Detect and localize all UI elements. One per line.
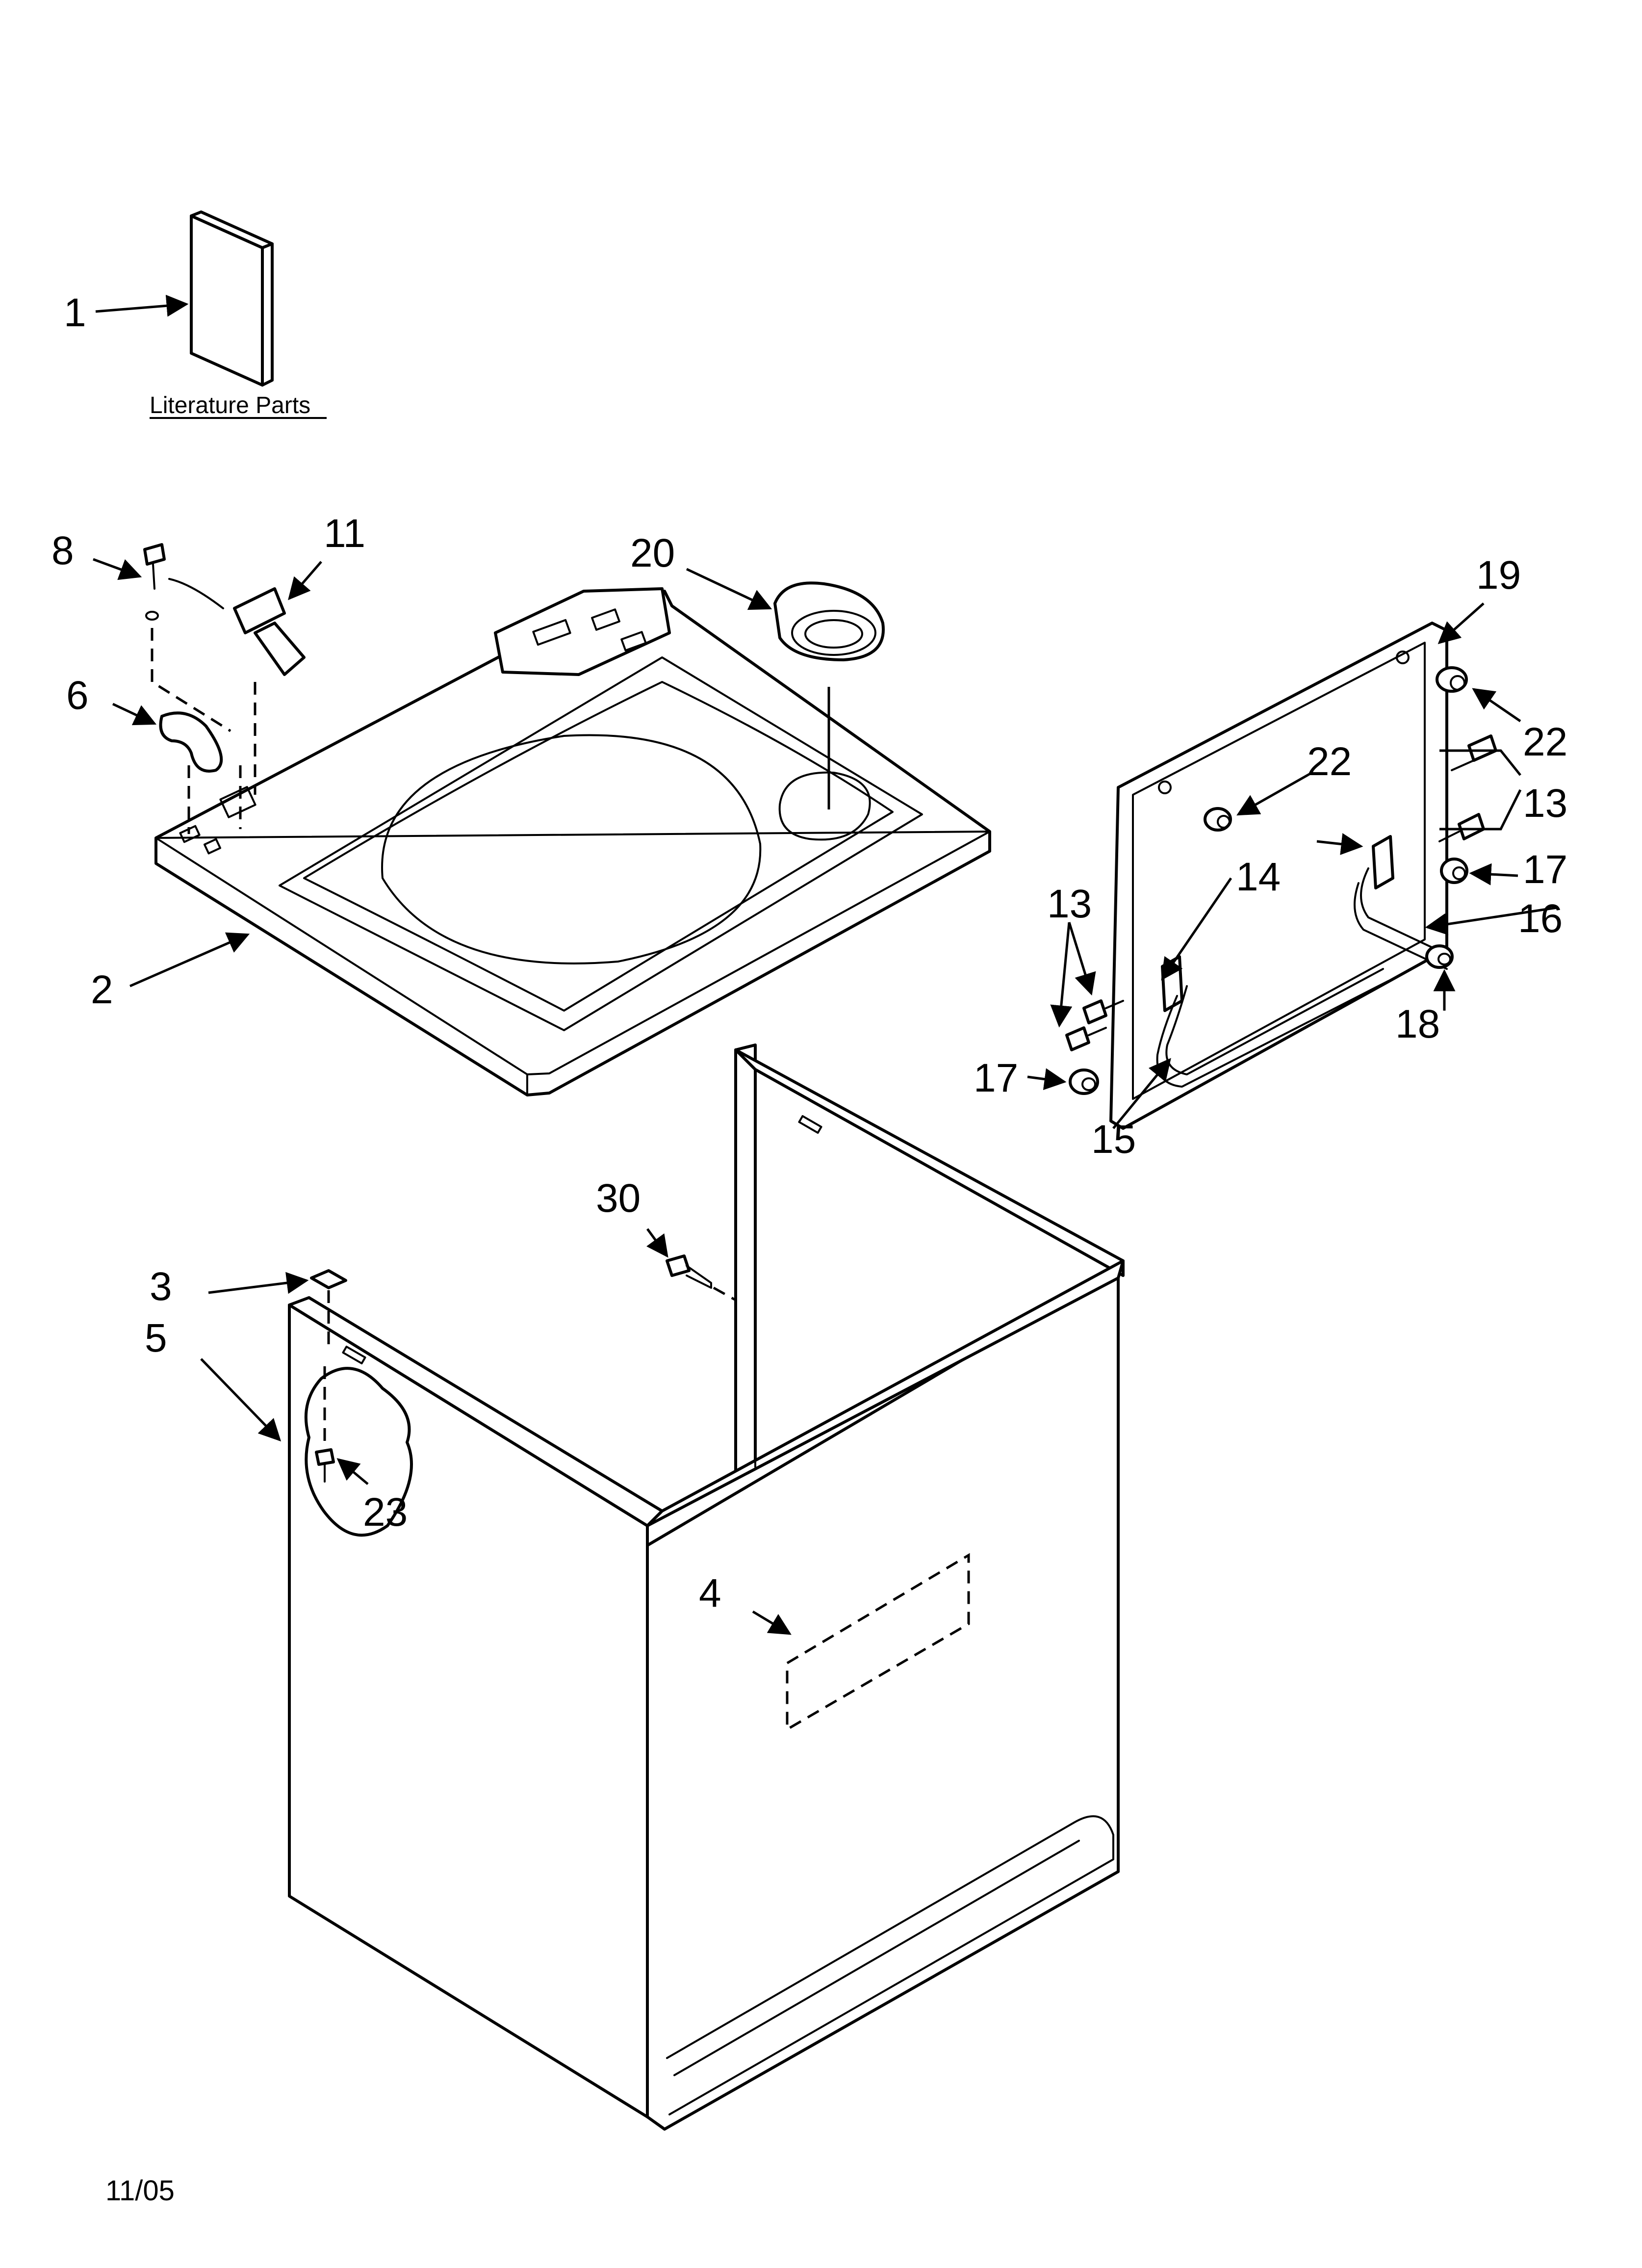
callout-20: 20 [630, 531, 675, 575]
hinge-right [1354, 835, 1453, 970]
bushing-17-right [1440, 858, 1468, 884]
callout-17-left: 17 [974, 1056, 1018, 1100]
lid-switch [168, 578, 306, 676]
callout-5: 5 [145, 1316, 167, 1360]
cutaway-panel [304, 1367, 413, 1537]
clip-3 [310, 1269, 347, 1289]
clip-6 [159, 711, 223, 773]
label-area-4 [786, 1553, 970, 1732]
screw-23 [315, 1448, 335, 1483]
callout-13-right: 13 [1523, 781, 1567, 826]
date-code: 11/05 [105, 2175, 175, 2207]
callout-13-left: 13 [1047, 882, 1092, 926]
callout-8: 8 [51, 528, 74, 573]
callout-3: 3 [150, 1264, 172, 1309]
callout-17-right: 17 [1523, 847, 1567, 892]
bumper-22-lower [1204, 807, 1232, 832]
callout-22-left: 22 [1307, 739, 1352, 784]
callout-16: 16 [1518, 896, 1563, 941]
top-panel [154, 587, 991, 1096]
callout-6: 6 [66, 673, 89, 718]
cabinet [288, 1043, 1125, 2131]
callout-18: 18 [1395, 1002, 1440, 1046]
literature-book [190, 210, 274, 387]
end-cap-18 [1425, 944, 1454, 969]
callout-30: 30 [596, 1176, 641, 1221]
callout-14: 14 [1236, 855, 1281, 899]
callout-22-right: 22 [1523, 720, 1567, 764]
screws-13-left [1065, 999, 1124, 1051]
callout-15: 15 [1091, 1117, 1136, 1162]
screw-30-dash [713, 1286, 737, 1302]
screw-30 [666, 1254, 712, 1289]
leader-lines [93, 294, 1558, 1635]
callout-11: 11 [324, 511, 365, 556]
callout-23: 23 [363, 1490, 408, 1535]
literature-caption: Literature Parts [150, 392, 310, 418]
callout-2: 2 [91, 967, 113, 1012]
callout-1: 1 [64, 290, 86, 335]
bumper-22-upper [1436, 666, 1468, 693]
bushing-17-left [1069, 1069, 1099, 1095]
callout-19: 19 [1476, 553, 1521, 598]
dispenser-cup [773, 581, 885, 661]
callout-4: 4 [699, 1571, 721, 1616]
switch-dash-a [151, 628, 231, 732]
screw-8 [143, 543, 166, 621]
